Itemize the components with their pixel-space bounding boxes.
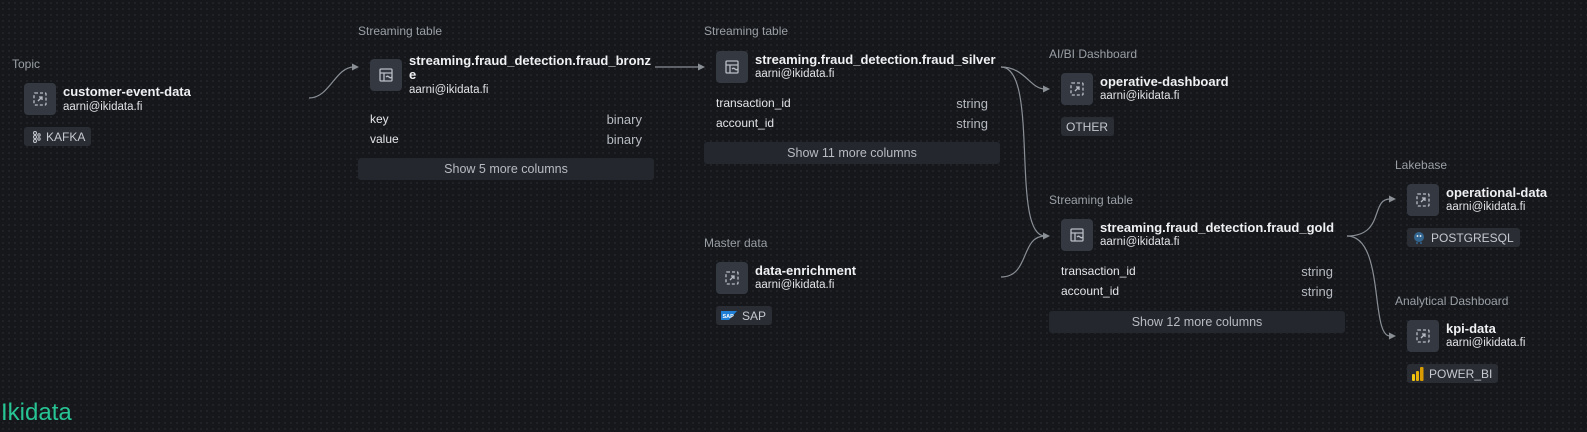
column-name: key <box>370 112 389 126</box>
column-name: account_id <box>716 116 775 130</box>
platform-badge: OTHER <box>1061 117 1114 136</box>
column-type: string <box>1301 264 1333 279</box>
category-label-analytical-dashboard: Analytical Dashboard <box>1395 294 1509 308</box>
node-kpi-data[interactable]: kpi-data aarni@ikidata.fi POWER_BI <box>1407 320 1582 385</box>
node-owner: aarni@ikidata.fi <box>755 68 835 80</box>
node-title: operational-data <box>1446 185 1548 200</box>
brand-logo: Ikidata <box>1 399 72 426</box>
column-name: transaction_id <box>716 96 791 110</box>
show-more-columns-button[interactable]: Show 11 more columns <box>704 142 1000 164</box>
column-type: string <box>1301 284 1333 299</box>
column-name: transaction_id <box>1061 264 1136 278</box>
node-operative-dashboard[interactable]: operative-dashboard aarni@ikidata.fi OTH… <box>1061 73 1331 138</box>
edge-gold-to-analytical <box>1346 235 1391 337</box>
node-owner: aarni@ikidata.fi <box>1446 337 1526 349</box>
kafka-logo-icon <box>33 130 41 143</box>
power-bi-logo-icon <box>1412 366 1424 381</box>
badge-label: OTHER <box>1066 119 1108 134</box>
edge-gold-to-lakebase <box>1346 198 1391 237</box>
edge-kafka-to-bronze <box>308 66 355 99</box>
node-owner: aarni@ikidata.fi <box>1100 90 1180 102</box>
node-owner: aarni@ikidata.fi <box>1100 236 1180 248</box>
node-fraud-gold[interactable]: streaming.fraud_detection.fraud_gold aar… <box>1049 219 1345 334</box>
node-owner: aarni@ikidata.fi <box>63 101 143 113</box>
column-row: transaction_id string <box>1061 264 1333 280</box>
node-owner: aarni@ikidata.fi <box>755 279 835 291</box>
column-row: value binary <box>370 132 642 148</box>
category-label-streaming-table: Streaming table <box>704 24 789 38</box>
external-asset-icon <box>24 83 56 115</box>
show-more-columns-button[interactable]: Show 5 more columns <box>358 158 654 180</box>
badge-label: POWER_BI <box>1429 366 1493 381</box>
edge-arrowhead <box>1389 195 1396 203</box>
platform-badge: KAFKA <box>24 127 92 146</box>
platform-badge: SAP SAP <box>716 306 773 325</box>
category-label-master-data: Master data <box>704 236 768 250</box>
node-customer-event-data[interactable]: customer-event-data aarni@ikidata.fi KAF… <box>24 83 294 153</box>
streaming-table-icon <box>370 59 402 91</box>
column-type: binary <box>606 132 642 147</box>
category-label-lakebase: Lakebase <box>1395 158 1448 172</box>
show-more-columns-button[interactable]: Show 12 more columns <box>1049 311 1345 333</box>
edge-enrichment-to-gold <box>1000 235 1046 278</box>
column-type: string <box>956 116 988 131</box>
column-type: binary <box>606 112 642 127</box>
node-title-line1: streaming.fraud_detection.fraud_bronz <box>409 53 651 68</box>
node-owner: aarni@ikidata.fi <box>1446 201 1526 213</box>
edge-silver-to-operative <box>1000 66 1046 90</box>
node-title: kpi-data <box>1446 321 1496 336</box>
svg-text:SAP: SAP <box>723 314 735 320</box>
node-fraud-silver[interactable]: streaming.fraud_detection.fraud_silver a… <box>704 51 1000 166</box>
node-title: streaming.fraud_detection.fraud_silver <box>755 52 996 67</box>
sap-logo-icon: SAP <box>721 311 737 320</box>
node-title: streaming.fraud_detection.fraud_gold <box>1100 220 1335 235</box>
badge-label: POSTGRESQL <box>1431 230 1514 245</box>
category-label-topic: Topic <box>12 57 41 71</box>
edge-silver-to-gold <box>1000 66 1046 237</box>
node-fraud-bronze[interactable]: streaming.fraud_detection.fraud_bronz e … <box>358 51 654 181</box>
category-label-ai-bi-dashboard: AI/BI Dashboard <box>1049 47 1138 61</box>
external-asset-icon <box>1061 73 1093 105</box>
edge-arrowhead <box>1043 85 1050 93</box>
external-asset-icon <box>1407 320 1439 352</box>
badge-label: SAP <box>742 308 767 323</box>
node-title: data-enrichment <box>755 263 857 278</box>
external-asset-icon <box>1407 184 1439 216</box>
column-row: account_id string <box>716 116 988 132</box>
column-row: transaction_id string <box>716 96 988 112</box>
node-title: operative-dashboard <box>1100 74 1229 89</box>
node-title-line2: e <box>409 67 417 82</box>
platform-badge: POSTGRESQL <box>1407 228 1520 247</box>
node-operational-data[interactable]: operational-data aarni@ikidata.fi POSTGR… <box>1407 184 1582 249</box>
column-name: account_id <box>1061 284 1120 298</box>
node-title: customer-event-data <box>63 84 191 99</box>
column-name: value <box>370 132 399 146</box>
streaming-table-icon <box>716 51 748 83</box>
column-row: key binary <box>370 112 642 128</box>
node-owner: aarni@ikidata.fi <box>409 84 489 96</box>
column-type: string <box>956 96 988 111</box>
platform-badge: POWER_BI <box>1407 364 1499 383</box>
category-label-streaming-table: Streaming table <box>1049 193 1134 207</box>
postgresql-logo-icon <box>1414 231 1424 244</box>
streaming-table-icon <box>1061 219 1093 251</box>
external-asset-icon <box>716 262 748 294</box>
category-label-streaming-table: Streaming table <box>358 24 443 38</box>
badge-label: KAFKA <box>46 129 86 144</box>
node-data-enrichment[interactable]: data-enrichment aarni@ikidata.fi SAP SAP <box>716 262 986 327</box>
edge-arrowhead <box>1389 332 1396 340</box>
column-row: account_id string <box>1061 284 1333 300</box>
